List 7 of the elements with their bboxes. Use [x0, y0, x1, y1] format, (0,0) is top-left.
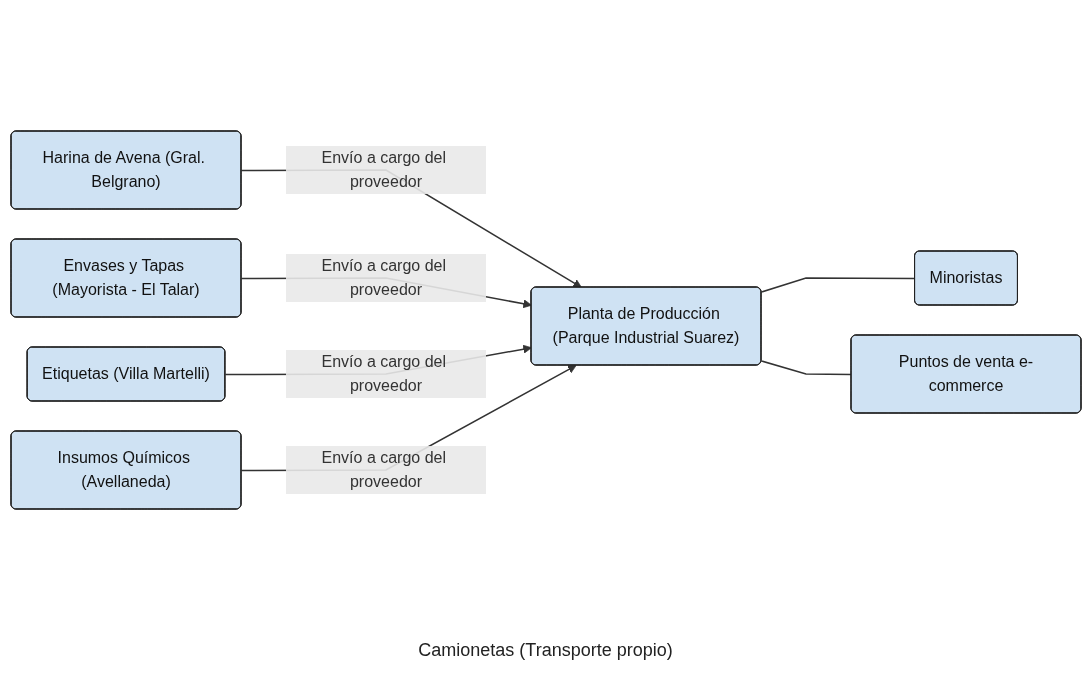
edge-label: Envío a cargo del proveedor — [321, 257, 446, 298]
connector — [760, 360, 852, 376]
edge-label: Envío a cargo del proveedor — [321, 449, 446, 490]
edge-label: Envío a cargo del proveedor — [321, 353, 446, 394]
connector — [760, 277, 916, 293]
edge-label: Envío a cargo del proveedor — [321, 149, 446, 190]
note-text: Camionetas (Transporte propio) — [417, 640, 674, 661]
